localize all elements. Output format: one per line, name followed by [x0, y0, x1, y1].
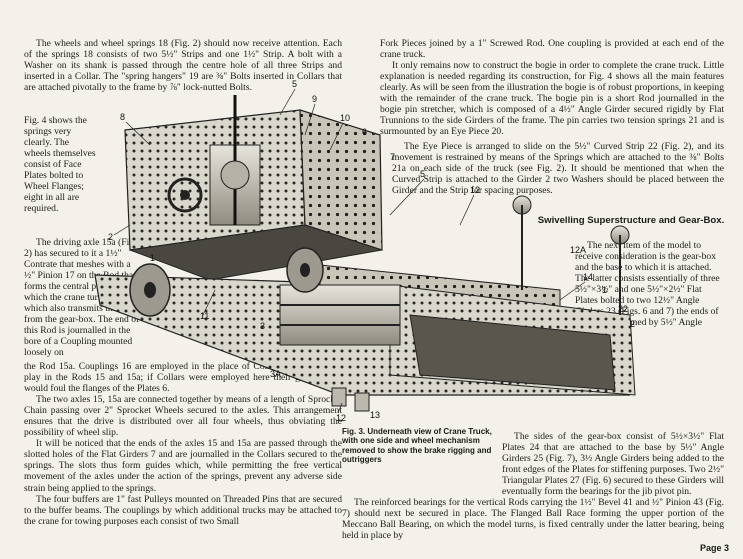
figure-label: 3: [260, 321, 265, 331]
figure-label: 14: [583, 272, 593, 282]
figure-label: 6: [362, 127, 367, 137]
figure-label: 12A: [570, 245, 586, 255]
left-column-wrap-2: The driving axle 15a (Fig. 2) has secure…: [24, 237, 142, 359]
right-column-bottom: The sides of the gear-box consist of 5½×…: [342, 431, 724, 541]
wheel-hub: [144, 282, 156, 298]
buffer: [331, 387, 347, 407]
sprocket-hub: [180, 190, 190, 200]
paragraph-springs: Fig. 4 shows the springs very clearly. T…: [24, 115, 96, 215]
crane-truck-illustration: 5 8 9 10 6 7 5 12 12A 14 1 22 2 2 1 11 3…: [94, 79, 636, 423]
right-column-top: Fork Pieces joined by a 1" Screwed Rod. …: [380, 38, 724, 137]
paragraph-slots: It will be noticed that the ends of the …: [24, 438, 342, 494]
left-column-intro: The wheels and wheel springs 18 (Fig. 2)…: [24, 38, 342, 93]
paragraph-fork-pieces: Fork Pieces joined by a 1" Screwed Rod. …: [380, 38, 724, 61]
figure-label: 2: [630, 319, 635, 329]
figure-label: 13: [370, 410, 380, 420]
left-column-body: the Rod 15a. Couplings 16 are employed i…: [24, 361, 342, 527]
section-heading: Swivelling Superstructure and Gear-Box.: [537, 215, 725, 226]
paragraph-bogie: It only remains now to construct the bog…: [380, 60, 724, 138]
paragraph-axles: The two axles 15, 15a are connected toge…: [24, 394, 342, 439]
frame-floor: [129, 224, 383, 281]
figure-label: 2: [108, 232, 113, 242]
figure-label: 1: [602, 285, 607, 295]
figure-label: 10: [340, 113, 350, 123]
brake-rigging: [279, 284, 401, 346]
paragraph-buffers: The four buffers are 1" fast Pulleys mou…: [24, 493, 342, 527]
paragraph-gear-box-sides: The sides of the gear-box consist of 5½×…: [502, 431, 724, 498]
figure-label: 12: [336, 413, 346, 423]
figure-label: 5: [420, 169, 425, 179]
figure-label: 22: [618, 304, 628, 314]
sprocket-wheel: [167, 177, 203, 213]
page-number: Page 3: [699, 543, 729, 553]
paragraph-driving-axle: The driving axle 15a (Fig. 2) has secure…: [24, 237, 140, 359]
figure-label: 5: [292, 79, 297, 89]
paragraph-wheels: The wheels and wheel springs 18 (Fig. 2)…: [24, 38, 342, 94]
figure-label: 1: [150, 253, 155, 263]
paragraph-eye-piece: The Eye Piece is arranged to slide on th…: [392, 141, 724, 197]
right-column-middle: The Eye Piece is arranged to slide on th…: [392, 141, 724, 196]
figure-caption: Fig. 3. Underneath view of Crane Truck, …: [342, 427, 492, 465]
left-column-wrap-1: Fig. 4 shows the springs very clearly. T…: [24, 115, 96, 214]
paragraph-bearings: The reinforced bearings for the vertical…: [342, 497, 724, 542]
figure-label: 12: [470, 185, 480, 195]
figure-label: 11: [200, 311, 209, 321]
figure-labels: 5 8 9 10 6 7 5 12 12A 14 1 22 2 2 1 11 3…: [108, 79, 635, 423]
buffer: [354, 392, 370, 412]
figure-label: 7: [390, 152, 395, 162]
label-leader-lines: [113, 88, 586, 414]
figure-label: 8: [120, 112, 125, 122]
figure-label: 3A: [270, 369, 281, 379]
outrigger-floor: [409, 314, 616, 391]
figure-label: 9: [312, 94, 317, 104]
wheel-hub: [300, 263, 310, 277]
paragraph-couplings: the Rod 15a. Couplings 16 are employed i…: [24, 361, 342, 395]
contrate-wheel: [220, 160, 250, 190]
